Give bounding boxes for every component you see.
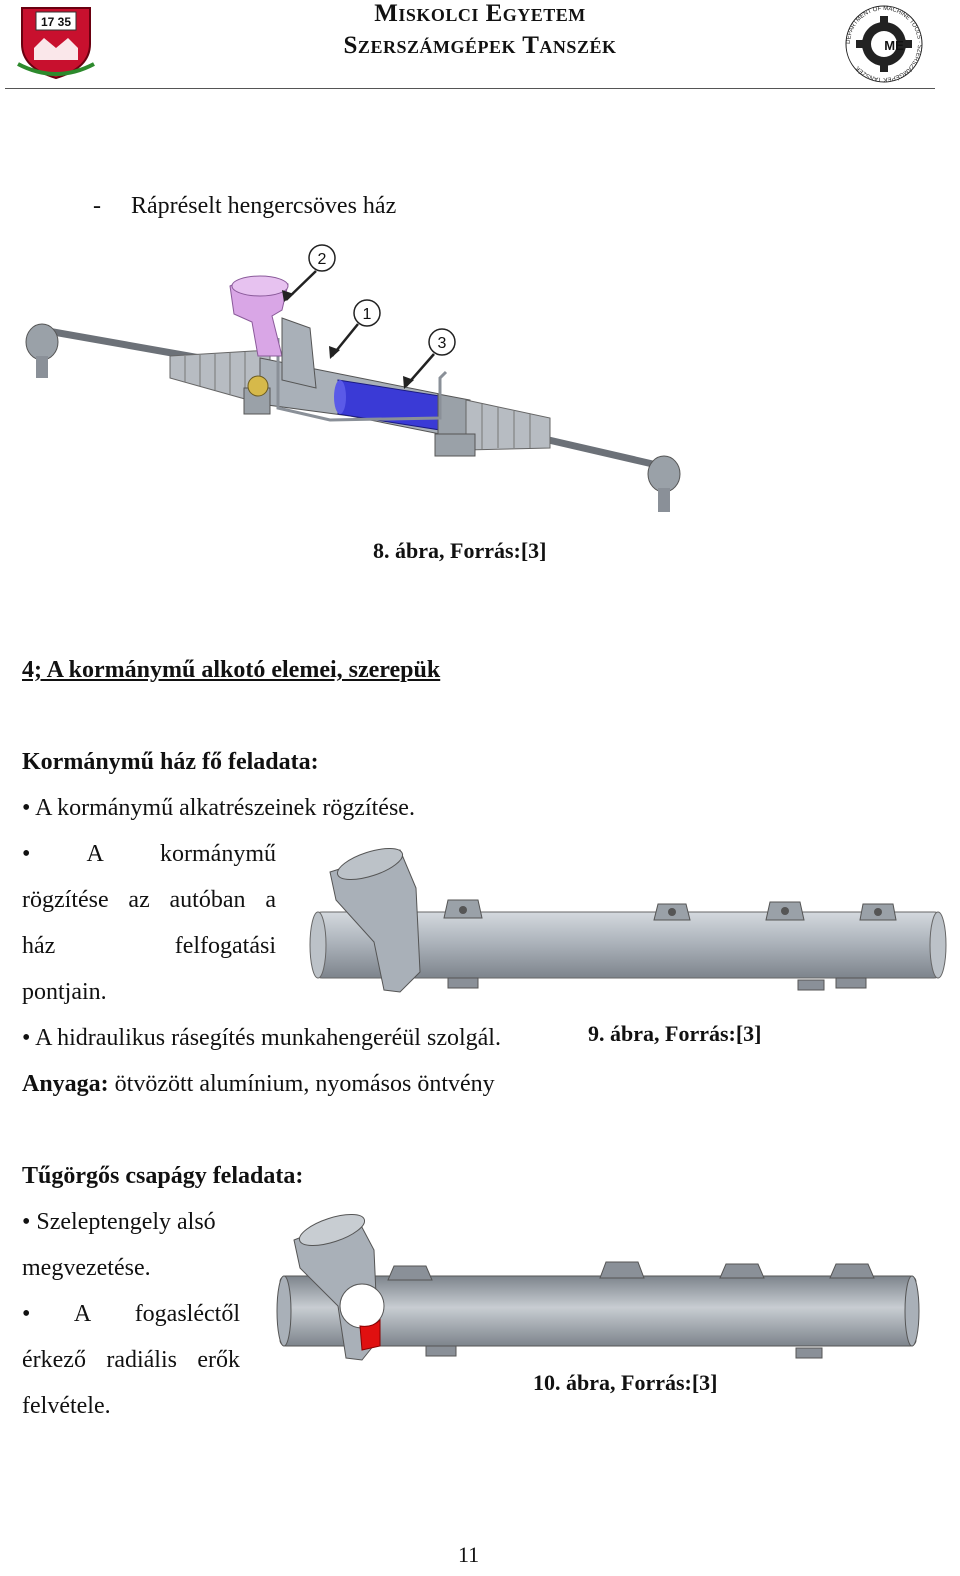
figure-9-caption: 9. ábra, Forrás:[3] bbox=[588, 1021, 762, 1046]
page-number: 11 bbox=[458, 1542, 480, 1567]
bearing-bullet-1-line-2: megvezetése. bbox=[22, 1255, 151, 1281]
word: radiális bbox=[106, 1347, 177, 1373]
list-item: Rápréselt hengercsöves ház bbox=[131, 193, 397, 219]
svg-text:2: 2 bbox=[318, 251, 327, 268]
figure-9-housing bbox=[308, 842, 948, 1002]
word: felfogatási bbox=[174, 933, 276, 959]
header-rule bbox=[5, 88, 935, 89]
svg-text:17 35: 17 35 bbox=[41, 15, 71, 29]
bearing-bullet-2-line-1: • A fogasléctől bbox=[22, 1301, 240, 1328]
housing-bullet-1: • A kormánymű alkatrészeinek rögzítése. bbox=[22, 795, 415, 821]
svg-text:ME: ME bbox=[884, 38, 904, 53]
figure-8-steering-rack: 2 1 3 bbox=[20, 238, 690, 518]
section-title: 4; A kormánymű alkotó elemei, szerepük bbox=[22, 657, 441, 683]
list-dash: - bbox=[93, 193, 101, 219]
figure-8-caption: 8. ábra, Forrás:[3] bbox=[373, 538, 547, 563]
word: érkező bbox=[22, 1347, 86, 1373]
housing-bullet-2-line-2: rögzítése az autóban a bbox=[22, 887, 276, 914]
bullet-mark: • bbox=[22, 841, 31, 867]
figure-10-bearing bbox=[276, 1210, 920, 1370]
word: A bbox=[73, 1301, 92, 1327]
housing-bullet-3: • A hidraulikus rásegítés munkahengeréül… bbox=[22, 1025, 501, 1051]
bullet-mark: • bbox=[22, 1301, 31, 1327]
housing-material: Anyaga: ötvözött alumínium, nyomásos önt… bbox=[22, 1071, 495, 1098]
housing-bullet-2-line-4: pontjain. bbox=[22, 979, 107, 1005]
word: az bbox=[128, 887, 150, 913]
header-university: Miskolci Egyetem bbox=[374, 0, 586, 27]
housing-bullet-2-line-1: • A kormánymű bbox=[22, 841, 276, 868]
department-logo: DEPARTMENT OF MACHINE TOOLS · SZERSZÁMGÉ… bbox=[842, 4, 926, 84]
word: fogasléctől bbox=[134, 1301, 240, 1327]
bearing-bullet-2-line-2: érkező radiális erők bbox=[22, 1347, 240, 1374]
bearing-heading: Tűgörgős csapágy feladata: bbox=[22, 1163, 304, 1189]
svg-text:3: 3 bbox=[438, 335, 447, 352]
figure-10-caption: 10. ábra, Forrás:[3] bbox=[533, 1370, 718, 1395]
word: erők bbox=[197, 1347, 240, 1373]
bearing-bullet-1-line-1: • Szeleptengely alsó bbox=[22, 1209, 216, 1235]
word: ház bbox=[22, 933, 56, 959]
svg-text:1: 1 bbox=[363, 306, 372, 323]
housing-bullet-2-line-3: ház felfogatási bbox=[22, 933, 276, 960]
bearing-bullet-2-line-3: felvétele. bbox=[22, 1393, 111, 1419]
housing-heading: Kormánymű ház fő feladata: bbox=[22, 749, 319, 775]
material-label: Anyaga: bbox=[22, 1071, 109, 1097]
word: A bbox=[86, 841, 104, 867]
word: rögzítése bbox=[22, 887, 109, 913]
material-value: ötvözött alumínium, nyomásos öntvény bbox=[108, 1071, 495, 1097]
header-department: Szerszámgépek Tanszék bbox=[343, 32, 617, 59]
university-crest: 17 35 bbox=[14, 4, 98, 80]
word: a bbox=[265, 887, 276, 913]
word: autóban bbox=[169, 887, 246, 913]
word: kormánymű bbox=[160, 841, 276, 867]
